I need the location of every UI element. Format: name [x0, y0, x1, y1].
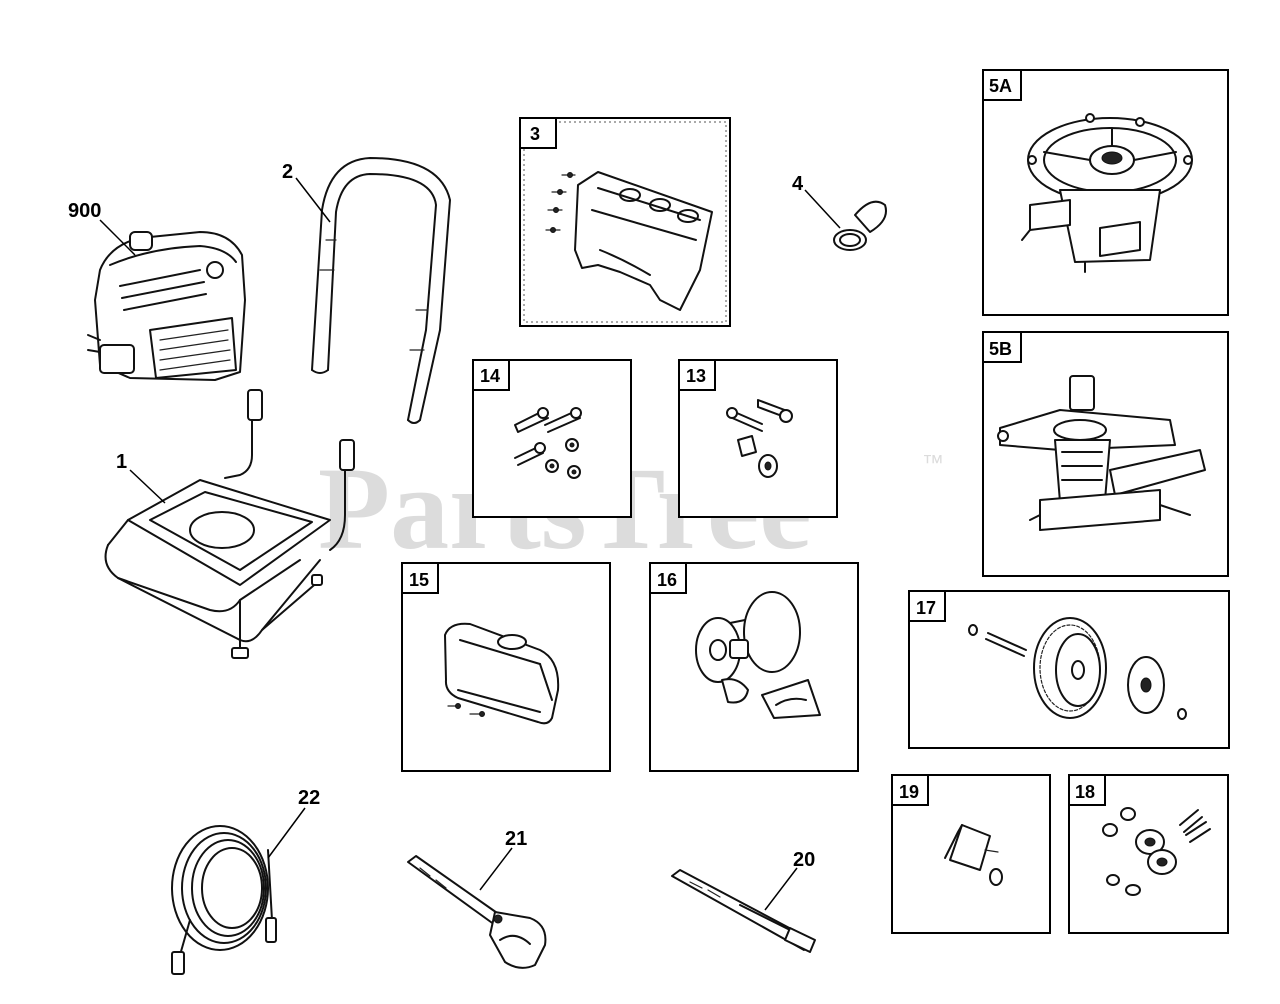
part-17-wheel[interactable]: 17 [908, 590, 1230, 749]
part-21-gun[interactable]: 21 [407, 828, 547, 969]
callout-21: 21 [505, 828, 527, 850]
part-2-handle[interactable]: 2 [282, 157, 451, 424]
callout-2: 2 [282, 161, 293, 183]
callout-20: 20 [793, 849, 815, 871]
watermark-trademark: ™ [922, 450, 944, 475]
callout-900: 900 [68, 200, 101, 222]
callout-1: 1 [116, 451, 127, 473]
callout-22: 22 [298, 787, 320, 809]
label-5a: 5A [989, 76, 1012, 96]
label-15: 15 [409, 570, 429, 590]
part-18-hardware[interactable]: 18 [1068, 774, 1229, 934]
label-16: 16 [657, 570, 677, 590]
part-4-cap[interactable]: 4 [792, 173, 887, 251]
part-19-bracket[interactable]: 19 [891, 774, 1051, 934]
part-3-bracket[interactable]: 3 [519, 117, 731, 327]
part-900-engine[interactable]: 900 [68, 200, 246, 381]
label-13: 13 [686, 366, 706, 386]
part-14-hardware[interactable]: 14 [472, 359, 632, 518]
part-15-tank[interactable]: 15 [401, 562, 611, 772]
part-13-hardware[interactable]: 13 [678, 359, 838, 518]
part-1-frame[interactable]: 1 [104, 389, 355, 659]
label-3: 3 [530, 124, 540, 144]
label-18: 18 [1075, 782, 1095, 802]
callout-4: 4 [792, 173, 804, 195]
part-20-wand[interactable]: 20 [671, 849, 816, 953]
label-19: 19 [899, 782, 919, 802]
part-22-hose[interactable]: 22 [171, 787, 320, 975]
label-5b: 5B [989, 339, 1012, 359]
label-14: 14 [480, 366, 500, 386]
part-5a-pump[interactable]: 5A [982, 69, 1229, 316]
part-5b-pump[interactable]: 5B [982, 331, 1229, 577]
label-17: 17 [916, 598, 936, 618]
part-16-reel[interactable]: 16 [649, 562, 859, 772]
